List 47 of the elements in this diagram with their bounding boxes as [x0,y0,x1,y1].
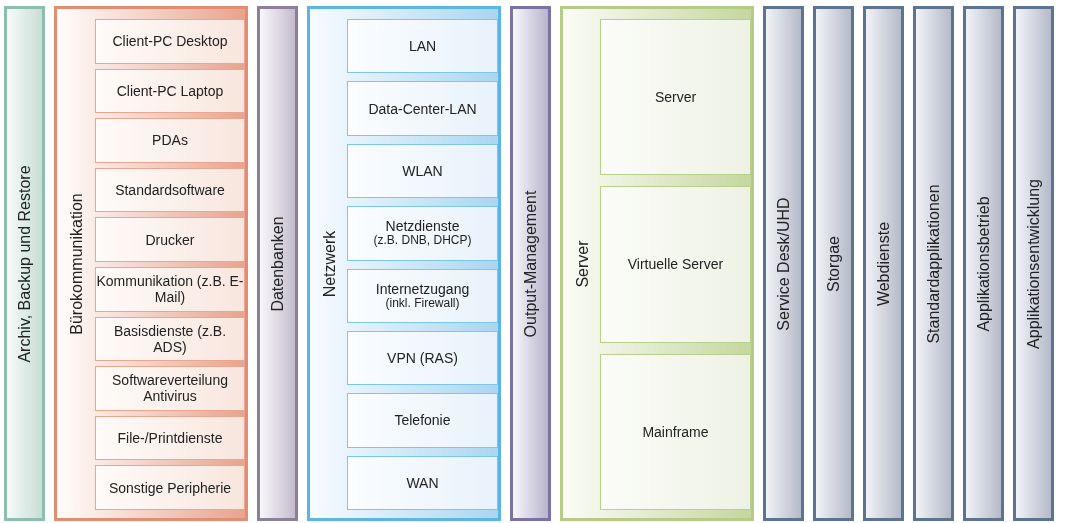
component-box: Client-PC Laptop [95,68,245,114]
component-box: Virtuelle Server [600,186,751,343]
component-title: Netzdienste [385,218,460,235]
category-column [257,6,298,521]
column-title: Standardapplikationen [924,183,943,344]
component-box: Telefonie [347,393,498,448]
category-column [913,6,954,521]
category-column [963,6,1004,521]
column-title: Applikationsentwicklung [1024,178,1043,349]
component-box: Basisdienste (z.B. ADS) [95,316,245,362]
component-box: File-/Printdienste [95,415,245,461]
category-column [510,6,551,521]
category-column [4,6,45,521]
column-title: Webdienste [874,221,893,306]
column-title: Storgae [824,235,843,292]
component-box: VPN (RAS) [347,330,498,386]
category-column [1013,6,1054,521]
column-title: Applikationsbetrieb [974,195,993,332]
component-note: (z.B. DNB, DHCP) [373,234,472,249]
component-box: Client-PC Desktop [95,19,245,64]
component-box: Sonstige Peripherie [95,465,245,510]
category-column [813,6,854,521]
component-box: Mainframe [600,353,751,510]
column-title: Output-Management [521,190,540,337]
component-note: (inkl. Firewall) [385,296,460,311]
component-box: Data-Center-LAN [347,81,498,136]
component-box: Softwareverteilung Antivirus [95,366,245,411]
category-column [863,6,904,521]
column-title: Datenbanken [268,215,287,312]
column-title: Archiv, Backup und Restore [15,164,34,363]
component-box: PDAs [95,118,245,163]
component-box: WLAN [347,143,498,199]
group-column [54,6,248,521]
component-box: Kommunikation (z.B. E-Mail) [95,267,245,312]
component-box: Server [600,19,751,176]
component-box: Standardsoftware [95,167,245,213]
column-title: Service Desk/UHD [774,196,793,331]
category-column [763,6,804,521]
column-title: Netzwerk [321,230,339,297]
column-title: Bürokommunikation [68,192,86,335]
component-title: Internetzugang [375,280,470,297]
component-box: Drucker [95,217,245,262]
component-box: LAN [347,19,498,74]
group-column [307,6,501,521]
component-box: WAN [347,455,498,510]
column-title: Server [574,239,592,288]
group-column [560,6,754,521]
